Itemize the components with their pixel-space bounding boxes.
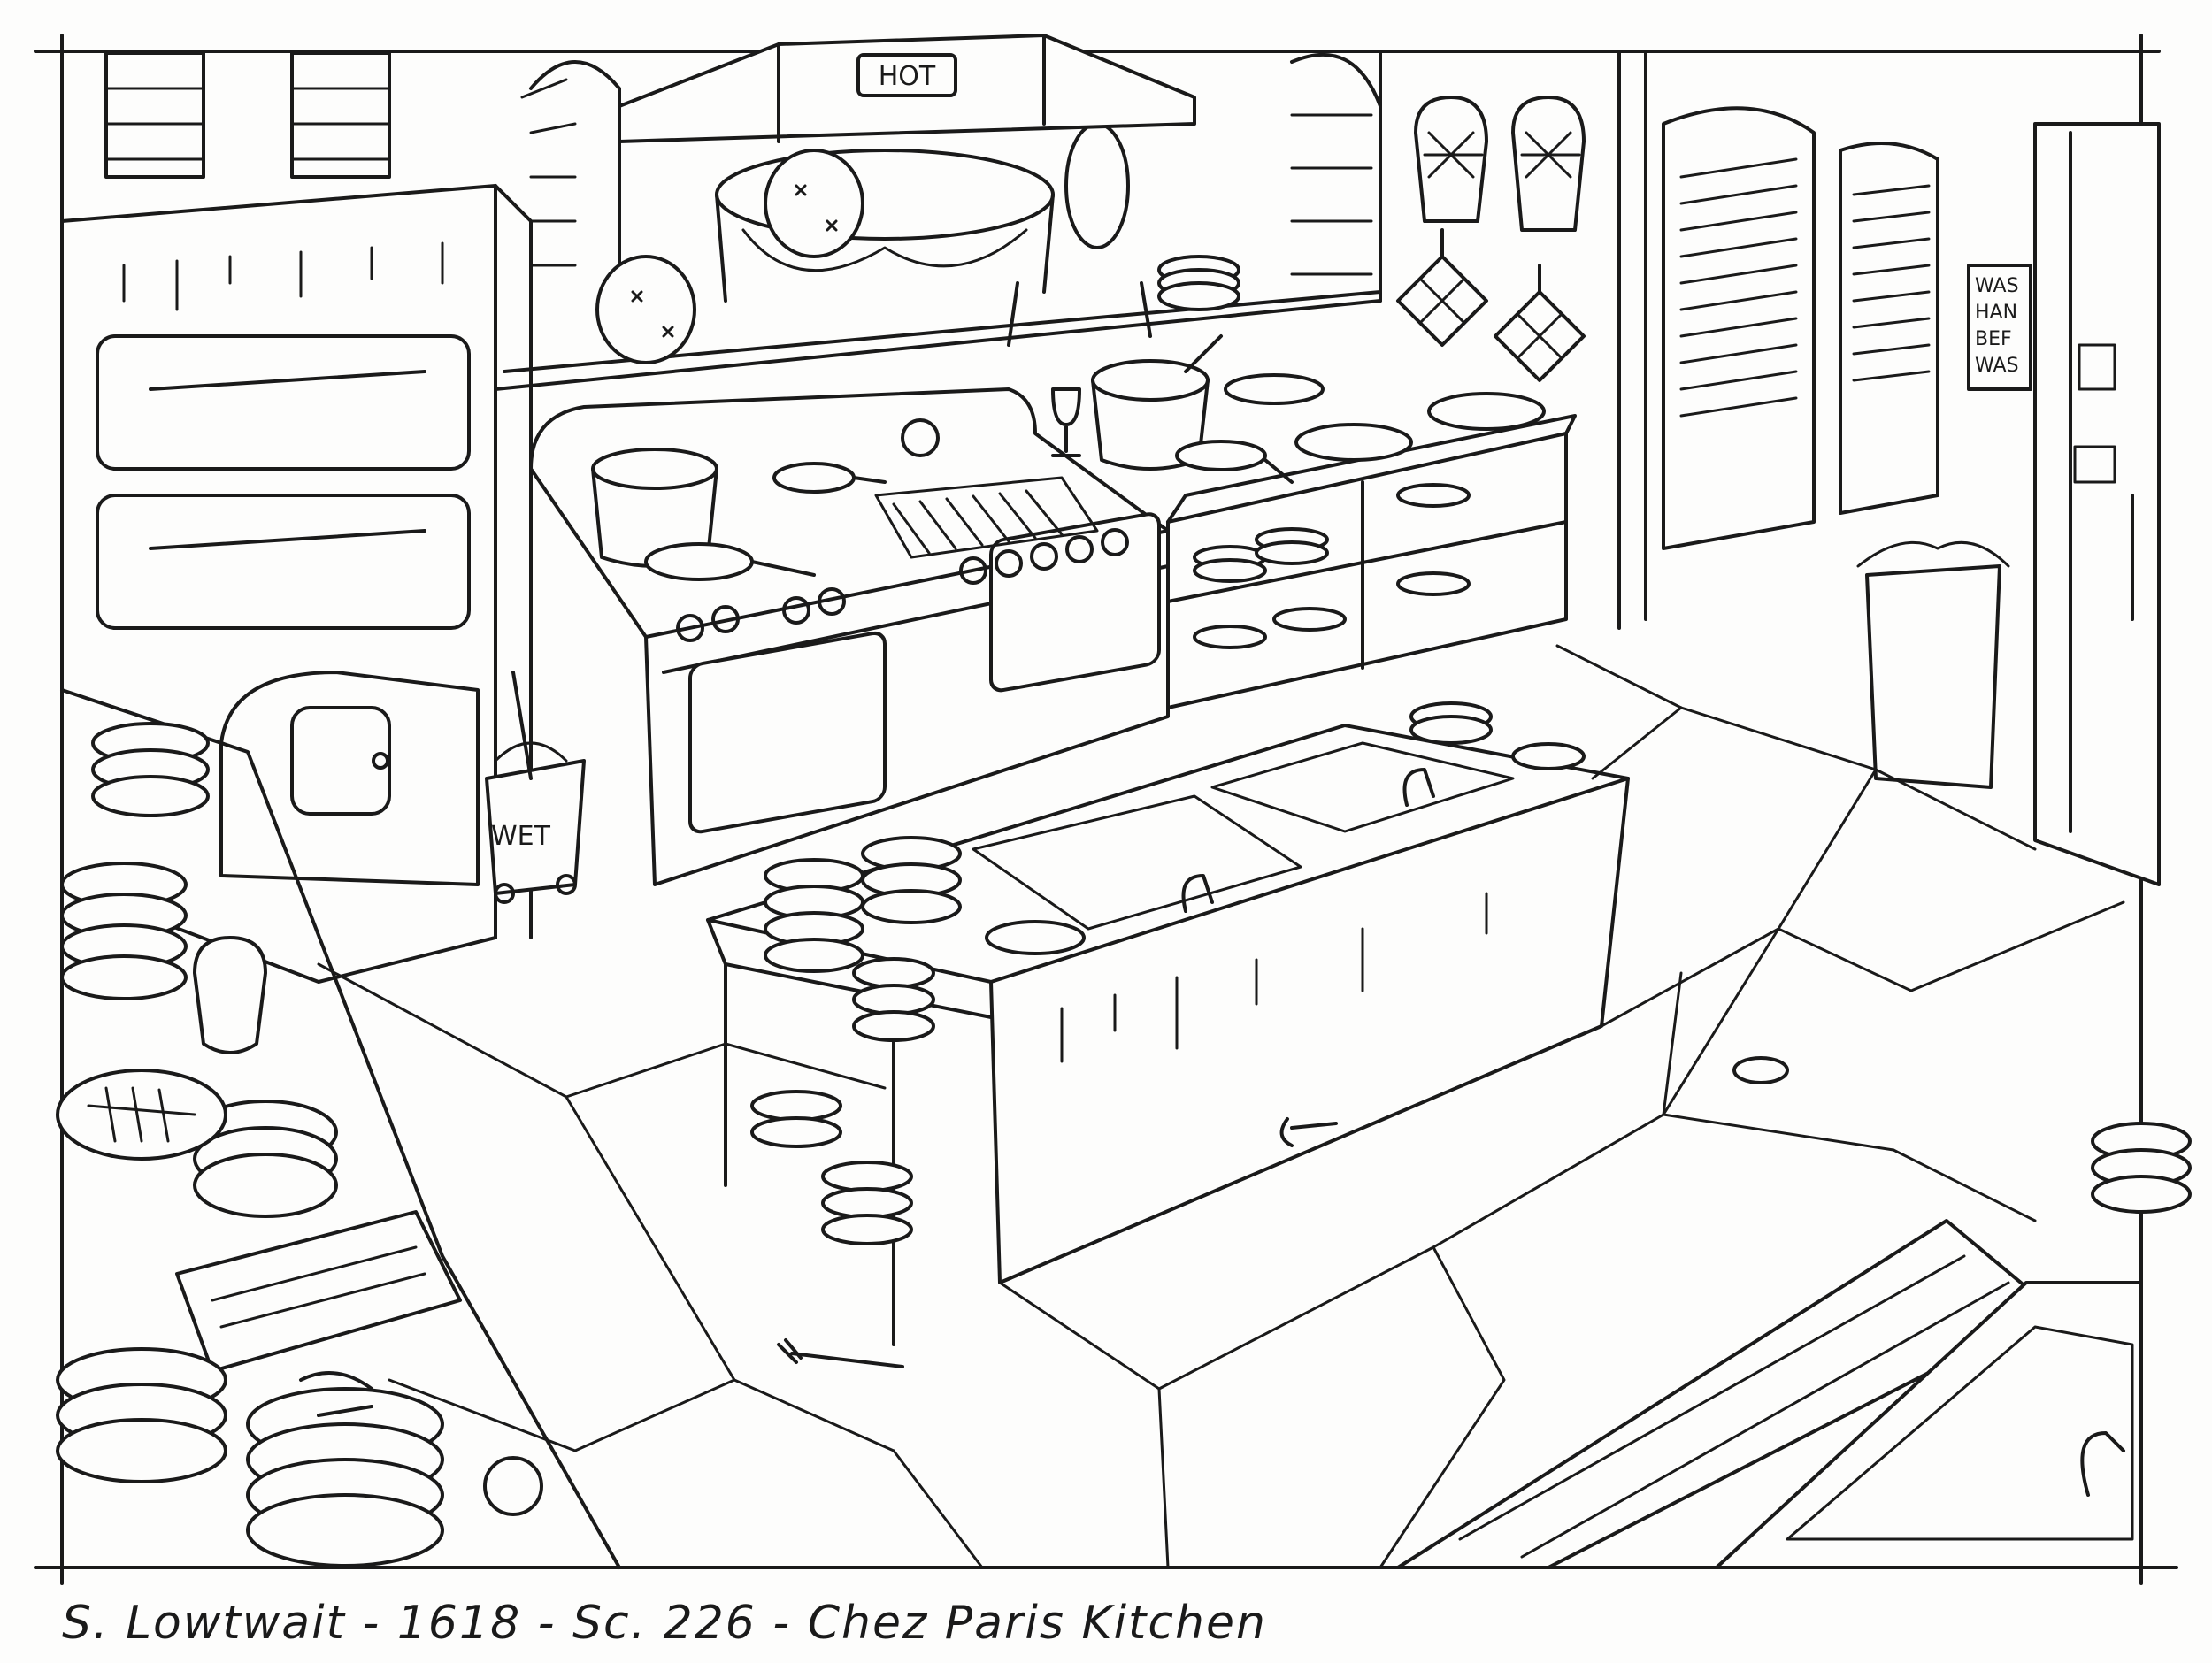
floor-tiles	[317, 644, 2125, 1569]
trash-can	[1856, 540, 2010, 789]
sink-island	[706, 701, 1630, 1346]
poster-line-3: BEF	[1975, 328, 2012, 350]
swinging-doors	[1617, 50, 1939, 630]
hot-sign	[856, 53, 957, 97]
hot-sign-label: HOT	[879, 61, 936, 92]
poster-line-4: WAS	[1975, 355, 2019, 377]
wet-label: WET	[491, 821, 551, 852]
poster-line-2: HAN	[1975, 302, 2017, 324]
small-oven	[219, 671, 480, 886]
right-plate-stack	[2091, 1122, 2192, 1214]
foreground-sink	[1715, 1281, 2143, 1569]
back-counter	[1166, 373, 1577, 709]
refrigerator	[2033, 122, 2161, 886]
range-hood: HOT	[618, 34, 1196, 143]
dining-room-window	[503, 52, 1382, 373]
handwash-poster: WAS HAN BEF WAS	[1967, 264, 2032, 391]
exhaust-vents	[104, 51, 391, 179]
poster-line-1: WAS	[1975, 275, 2019, 297]
mop-bucket: WET	[485, 671, 586, 904]
artist-caption: S. Lowtwait - 1618 - Sc. 226 - Chez Pari…	[62, 1597, 1267, 1650]
stove-range	[529, 334, 1223, 886]
oven-mitts	[1396, 96, 1586, 382]
left-dish-counter	[56, 688, 621, 1569]
